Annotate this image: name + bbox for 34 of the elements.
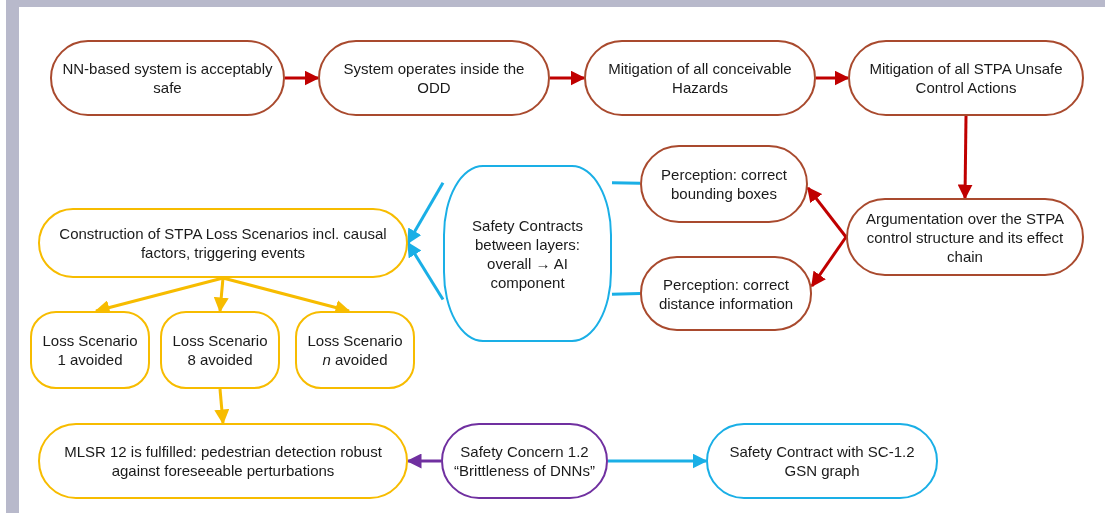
node-text: Loss Scenario n avoided xyxy=(307,331,403,369)
arrow xyxy=(406,181,445,245)
node-text: Safety Contract with SC-1.2 GSN graph xyxy=(728,442,916,480)
arrow xyxy=(806,186,848,238)
rounded-box xyxy=(30,311,150,389)
node-text: Argumentation over the STPA control structure and its effect chain xyxy=(864,208,1066,266)
rounded-box xyxy=(640,256,812,331)
node-text: System operates inside the ODD xyxy=(342,59,526,97)
node-text: Perception: correct distance information xyxy=(657,274,795,313)
arrow xyxy=(213,277,229,313)
arrow xyxy=(285,70,320,86)
node-text: Loss Scenario 8 avoided xyxy=(172,331,268,369)
node-text: MLSR 12 is fulfilled: pedestrian detection robust against foreseeable perturbations xyxy=(63,442,383,480)
node-text: Mitigation of all conceivable Hazards xyxy=(607,59,793,97)
node-text: Safety Concern 1.2 “Brittleness of DNNs” xyxy=(453,442,596,480)
arrow xyxy=(816,70,850,86)
rounded-box xyxy=(160,311,280,389)
arrow xyxy=(214,388,230,425)
arrow xyxy=(406,241,445,301)
node-text: Perception: correct bounding boxes xyxy=(660,165,788,203)
connector-line xyxy=(611,292,641,296)
rounded-box xyxy=(443,165,612,342)
arrow xyxy=(957,115,973,200)
node-text: Safety Contracts between layers: overall → AI component xyxy=(471,215,584,292)
node-text: Loss Scenario 1 avoided xyxy=(42,331,138,369)
arrow xyxy=(550,70,586,86)
arrow xyxy=(810,236,848,288)
node-text: Mitigation of all STPA Unsafe Control Actions xyxy=(868,59,1064,97)
rounded-box xyxy=(295,311,415,389)
connector-line xyxy=(611,181,641,185)
arrow xyxy=(406,453,441,469)
arrow xyxy=(608,453,708,469)
node-text: NN-based system is acceptably safe xyxy=(62,59,273,97)
node-text: Construction of STPA Loss Scenarios incl. causal factors, triggering events xyxy=(58,224,388,262)
